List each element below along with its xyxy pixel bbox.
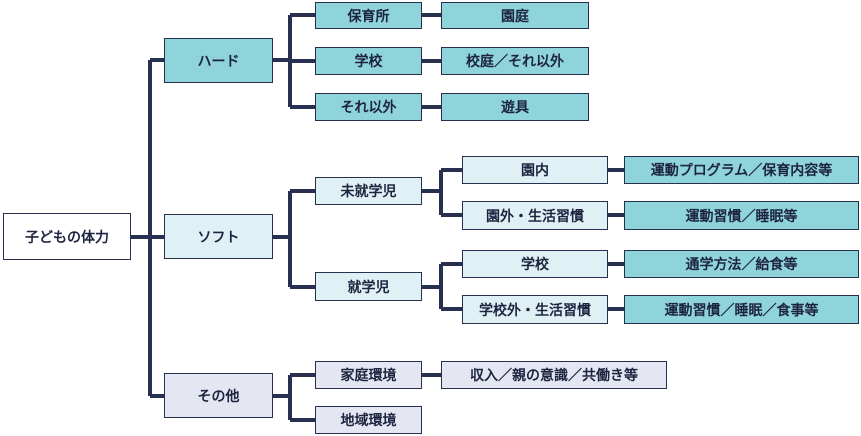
detail-playground-equipment: 遊具 (441, 93, 589, 121)
detail-exercise-sleep-label: 運動習慣／睡眠等 (685, 208, 798, 225)
category-hard: ハード (164, 38, 273, 83)
node-schoolage: 就学児 (315, 272, 422, 301)
node-preschool-outside: 園外・生活習慣 (462, 201, 608, 230)
category-other: その他 (164, 373, 273, 418)
node-hard-else: それ以外 (315, 93, 422, 121)
node-school-facility: 学校 (315, 47, 422, 75)
detail-school-yard-label: 校庭／それ以外 (466, 54, 564, 70)
node-schoolage-label: 就学児 (347, 279, 390, 296)
node-community-environment-label: 地域環境 (340, 413, 397, 429)
detail-exercise-program-label: 運動プログラム／保育内容等 (650, 163, 833, 179)
detail-commute-lunch-label: 通学方法／給食等 (685, 257, 798, 273)
detail-school-yard: 校庭／それ以外 (441, 47, 589, 75)
category-hard-label: ハード (197, 53, 240, 70)
node-schoolage-school: 学校 (462, 250, 608, 278)
node-nursery: 保育所 (315, 2, 422, 29)
detail-nursery-yard-label: 園庭 (501, 8, 529, 25)
root-node: 子どもの体力 (3, 213, 131, 260)
detail-income-parents: 収入／親の意識／共働き等 (441, 361, 667, 389)
node-school-facility-label: 学校 (354, 54, 383, 70)
node-preschool-label: 未就学児 (340, 184, 397, 200)
detail-exercise-sleep-meals: 運動習慣／睡眠／食事等 (624, 295, 859, 324)
category-other-label: その他 (197, 388, 240, 405)
node-preschool-inside-label: 園内 (521, 163, 549, 179)
node-home-environment-label: 家庭環境 (340, 368, 397, 384)
category-soft-label: ソフト (197, 229, 240, 246)
detail-commute-lunch: 通学方法／給食等 (624, 250, 859, 278)
detail-nursery-yard: 園庭 (441, 2, 589, 29)
root-label: 子どもの体力 (25, 229, 109, 246)
detail-income-parents-label: 収入／親の意識／共働き等 (470, 368, 638, 384)
detail-exercise-program: 運動プログラム／保育内容等 (624, 156, 859, 184)
node-schoolage-school-label: 学校 (521, 257, 549, 273)
node-schoolage-outside-label: 学校外・生活習慣 (479, 302, 591, 319)
node-preschool: 未就学児 (315, 177, 422, 205)
detail-exercise-sleep-meals-label: 運動習慣／睡眠／食事等 (664, 302, 819, 319)
detail-playground-equipment-label: 遊具 (501, 100, 529, 116)
node-community-environment: 地域環境 (315, 406, 422, 434)
node-preschool-inside: 園内 (462, 156, 608, 184)
node-nursery-label: 保育所 (347, 8, 390, 25)
node-preschool-outside-label: 園外・生活習慣 (486, 208, 584, 225)
node-schoolage-outside: 学校外・生活習慣 (462, 295, 608, 324)
node-home-environment: 家庭環境 (315, 361, 422, 389)
node-hard-else-label: それ以外 (340, 100, 397, 116)
category-soft: ソフト (164, 214, 273, 259)
detail-exercise-sleep: 運動習慣／睡眠等 (624, 201, 859, 230)
